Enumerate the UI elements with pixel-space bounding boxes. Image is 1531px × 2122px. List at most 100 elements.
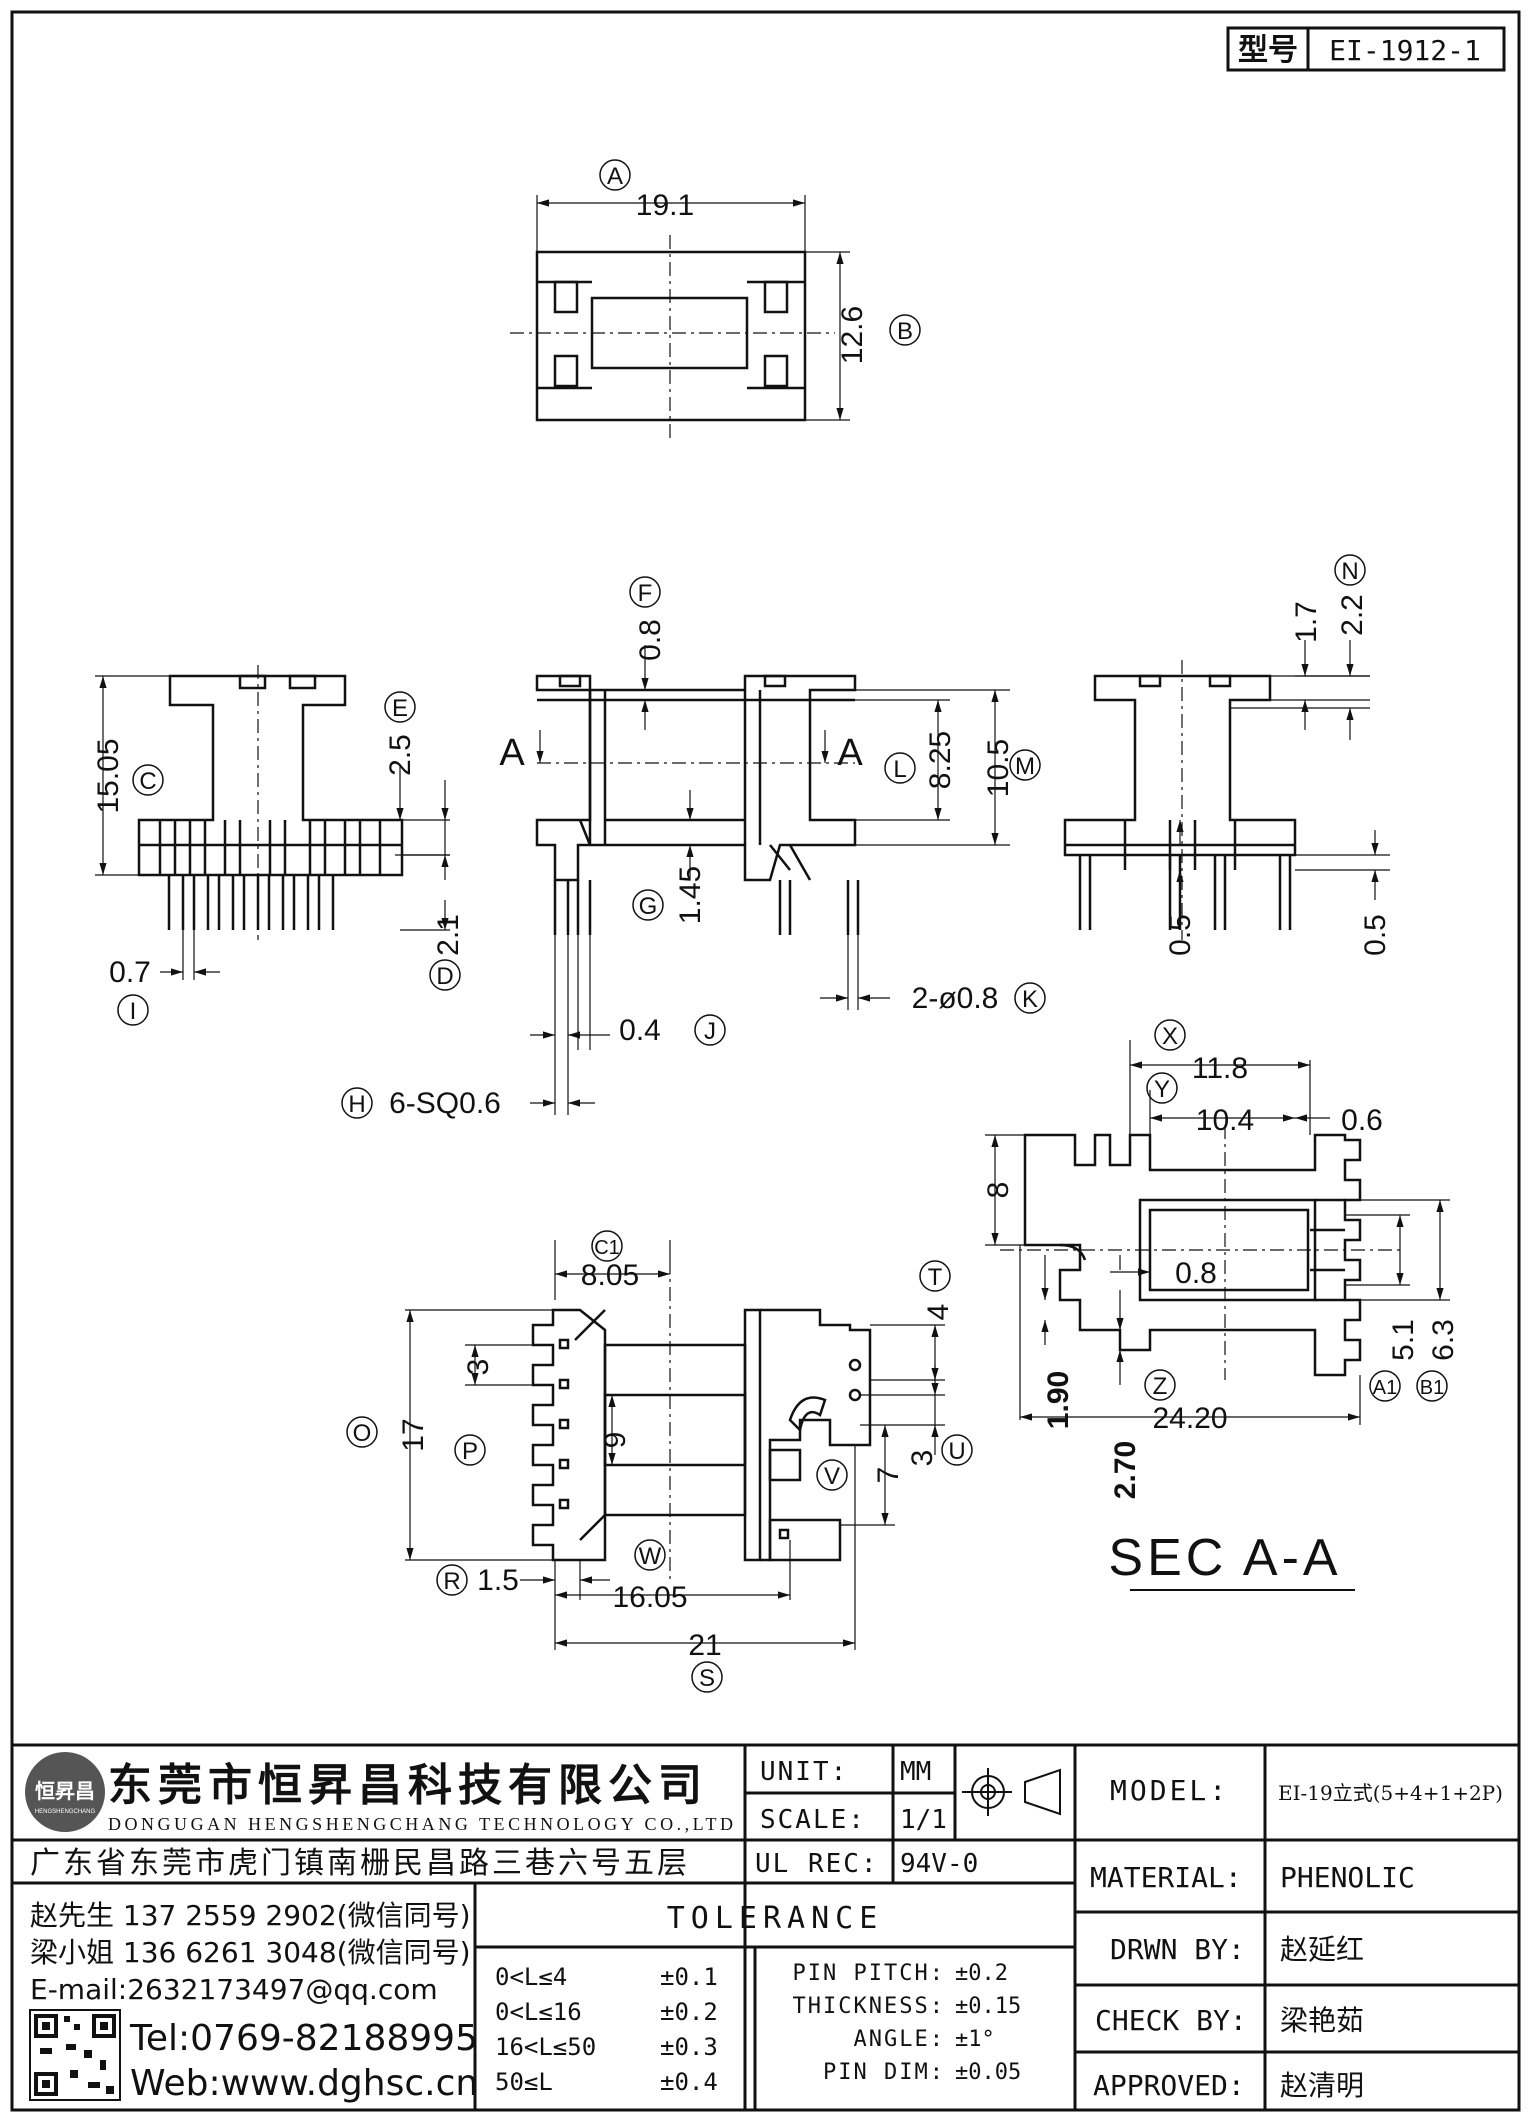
approved-value: 赵清明 [1280,2069,1364,2102]
part-number-value: EI-1912-1 [1329,34,1481,67]
dim-d: 2.1 [432,914,465,956]
title-block-grid [12,1743,1519,2110]
company-address: 广东省东莞市虎门镇南栅民昌路三巷六号五层 [30,1846,690,1881]
part-number-box: 型号 EI-1912-1 [1226,26,1506,72]
letter-n: N [1341,558,1358,585]
logo-text: 恒昇昌 [35,1780,95,1803]
dim-k: 2-ø0.8 [912,982,999,1015]
dim-t: 4 [922,1304,955,1321]
dim-c1: 8.05 [581,1259,639,1292]
letter-i: I [130,998,137,1025]
dim-r: 1.5 [477,1564,519,1597]
scale-label: SCALE: [760,1805,866,1835]
drawn-label: DRWN BY: [1110,1933,1245,1966]
dim-h: 6-SQ0.6 [389,1087,501,1120]
letter-g: G [639,893,658,920]
dim-2420: 24.20 [1152,1402,1227,1435]
material-label: MATERIAL: [1090,1861,1242,1894]
tol-value-2: ±0.2 [660,1998,718,2026]
dim-s: 21 [688,1629,721,1662]
dim-n1: 1.7 [1290,601,1323,643]
section-mark-left: A [499,732,525,774]
front-view [95,665,461,1026]
tol-range-3: 16<L≤50 [495,2033,596,2061]
top-view [510,159,921,440]
ulrec-label: UL REC: [755,1849,879,1879]
dim-b: 12.6 [836,306,869,364]
ulrec-value: 94V-0 [900,1849,978,1879]
side-view [341,576,1046,1119]
tol-other-label-2: THICKNESS: [793,1994,945,2019]
dim-f: 0.8 [634,619,667,661]
contact-tel: Tel:0769-82188995 [129,2018,478,2059]
dim-a1: 5.1 [1387,1319,1420,1361]
dim-08: 0.8 [1175,1257,1217,1290]
letter-c: C [139,768,156,795]
letter-m: M [1015,753,1035,780]
letter-k: K [1022,986,1038,1013]
tol-other-value-2: ±0.15 [955,1994,1021,2019]
tol-other-label-1: PIN PITCH: [793,1961,945,1986]
letter-p: P [462,1438,478,1465]
dim-i: 0.7 [109,956,151,989]
letter-a: A [607,163,623,190]
dim-y: 10.4 [1196,1104,1254,1137]
letter-f: F [638,580,653,607]
unit-label: UNIT: [760,1757,848,1787]
tol-value-4: ±0.4 [660,2068,718,2096]
drawn-value: 赵延红 [1280,1933,1364,1966]
letter-o: O [353,1420,372,1447]
dim-b1: 6.3 [1427,1319,1460,1361]
contact-2: 梁小姐 136 6261 3048(微信同号) [30,1936,471,1969]
dim-v: 7 [872,1467,905,1484]
tol-other-label-3: ANGLE: [854,2027,945,2052]
tol-range-4: 50≤L [495,2068,553,2096]
section-a-a [985,1019,1450,1425]
scale-value: 1/1 [900,1805,947,1835]
company-logo: 恒昇昌 HENGSHENGCHANG [25,1752,105,1832]
letter-u: U [948,1438,965,1465]
letter-j: J [704,1018,716,1045]
unit-value: MM [900,1757,931,1787]
tol-other-value-3: ±1° [955,2027,995,2052]
contact-1: 赵先生 137 2559 2902(微信同号) [30,1899,471,1932]
tol-other-label-4: PIN DIM: [823,2060,945,2085]
letter-b1: B1 [1420,1377,1444,1399]
model-label: MODEL: [1110,1774,1229,1807]
qr-code [29,2009,121,2101]
dim-190: 1.90 [1042,1371,1075,1429]
letter-d: D [436,963,453,990]
letter-z: Z [1153,1373,1168,1400]
check-value: 梁艳茹 [1280,2004,1364,2037]
projection-symbol-icon [962,1768,1061,1816]
tol-other-value-1: ±0.2 [955,1961,1008,1986]
dim-u: 3 [906,1450,939,1467]
dim-270: 2.70 [1109,1441,1142,1499]
dim-o: 17 [397,1418,430,1451]
tolerance-title: TOLERANCE [667,1901,884,1936]
dim-p: 3 [462,1359,495,1376]
dim-c: 15.05 [92,738,125,813]
letter-t: T [928,1264,943,1291]
letter-b: B [897,318,913,345]
sheet-frame [10,10,1521,2112]
dim-r2: 0.5 [1359,914,1392,956]
material-value: PHENOLIC [1280,1861,1415,1894]
dim-9: 9 [599,1432,632,1449]
company-name-en: DONGUGAN HENGSHENGCHANG TECHNOLOGY CO.,L… [108,1814,733,1834]
part-number-label: 型号 [1238,34,1298,67]
section-mark-right: A [837,732,863,774]
dim-n2: 2.2 [1336,594,1369,636]
company-name-cn: 东莞市恒昇昌科技有限公司 [108,1760,708,1811]
dim-j: 0.4 [619,1014,661,1047]
dim-g: 1.45 [674,866,707,924]
tol-value-1: ±0.1 [660,1963,718,1991]
contact-web: Web:www.dghsc.cn [130,2063,478,2104]
dim-x: 11.8 [1192,1052,1248,1085]
dim-a: 19.1 [636,189,694,222]
tol-other-value-4: ±0.05 [955,2060,1021,2085]
letter-y: Y [1154,1076,1170,1103]
dim-l: 8.25 [924,731,957,789]
section-title: SEC A-A [1108,1529,1341,1587]
